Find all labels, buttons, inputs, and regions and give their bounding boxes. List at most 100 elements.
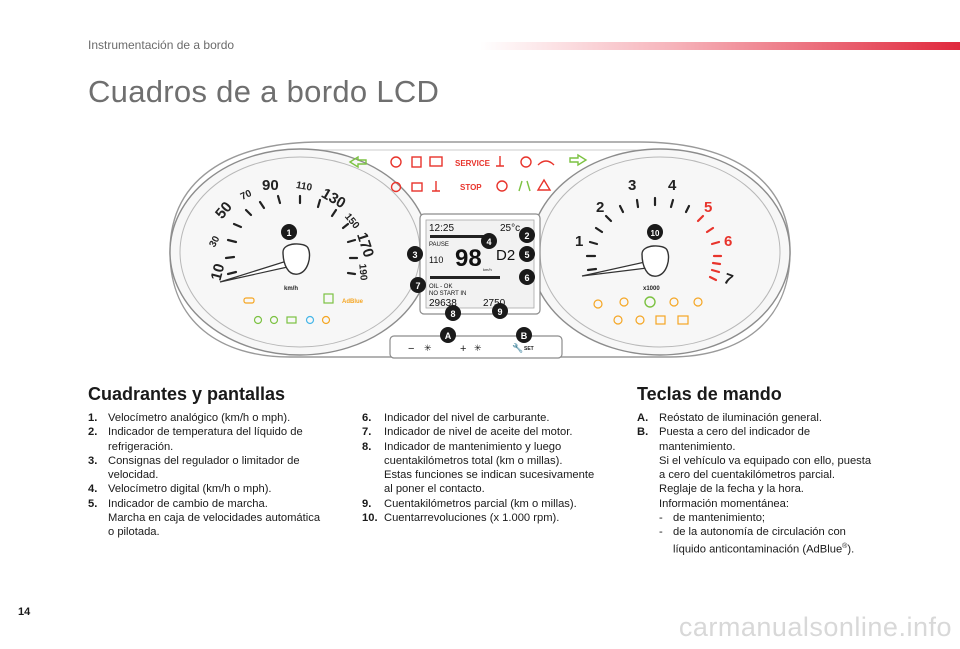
sub-item-text: de la autonomía de circulación con xyxy=(673,526,846,539)
list-item: 10.Cuentarrevoluciones (x 1.000 rpm). xyxy=(362,511,622,525)
callout-1: 1 xyxy=(286,228,291,238)
callout-10: 10 xyxy=(651,229,660,238)
callout-5: 5 xyxy=(524,250,529,260)
item-line: velocidad. xyxy=(108,469,159,482)
item-number: 7. xyxy=(362,426,372,439)
button-minus-label: − xyxy=(408,343,414,355)
sub-item-text: líquido anticontaminación (AdBlue xyxy=(673,543,843,556)
right-dial-warning-icons xyxy=(593,296,703,325)
speedo-label-190: 190 xyxy=(356,263,368,281)
item-line: refrigeración. xyxy=(108,440,174,453)
item-number: 8. xyxy=(362,440,372,453)
button-plus-label: + xyxy=(460,343,466,355)
display-total-km: 29638 xyxy=(429,298,457,309)
item-line: Reglaje de la fecha y la hora. xyxy=(659,483,804,496)
instrument-cluster-illustration: 10 30 50 70 90 110 130 150 170 190 km/h … xyxy=(150,132,810,362)
item-line: Cuentakilómetros parcial (km o millas). xyxy=(384,497,577,510)
display-oil-ok: OIL - OK xyxy=(429,284,452,290)
list-item: 6. Indicador del nivel de carburante. xyxy=(362,411,622,425)
item-number: 3. xyxy=(88,454,98,467)
display-time: 12:25 xyxy=(429,223,454,234)
item-line: Indicador de cambio de marcha. xyxy=(108,497,268,510)
display-digital-speed-unit: km/h xyxy=(483,267,492,272)
item-line: Velocímetro digital (km/h o mph). xyxy=(108,483,272,496)
item-line: Si el vehículo va equipado con ello, pue… xyxy=(659,454,872,467)
item-line: Consignas del regulador o limitador de xyxy=(108,454,300,467)
list-item: 7. Indicador de nivel de aceite del motor… xyxy=(362,425,622,439)
callout-3: 3 xyxy=(412,250,417,260)
callout-2: 2 xyxy=(524,231,529,241)
list-item: B. Puesta a cero del indicador de manten… xyxy=(637,425,897,556)
item-line: cuentakilómetros total (km o millas). xyxy=(384,454,563,467)
item-line: Indicador del nivel de carburante. xyxy=(384,412,550,424)
sub-item-text-end: ). xyxy=(847,543,855,556)
dash-marker: - xyxy=(659,526,663,539)
list-item: 4.Velocímetro digital (km/h o mph). xyxy=(88,482,343,496)
page-number: 14 xyxy=(18,606,31,618)
speedo-label-30: 30 xyxy=(207,234,222,249)
callout-9: 9 xyxy=(497,307,502,317)
item-number: 6. xyxy=(362,412,372,424)
item-letter: A. xyxy=(637,412,649,424)
list-item: 9. Cuentakilómetros parcial (km o millas)… xyxy=(362,497,622,511)
callout-a: A xyxy=(445,331,452,341)
display-no-start: NO START IN xyxy=(429,291,466,297)
item-line: Indicador de mantenimiento y luego xyxy=(384,440,562,453)
tacho-label-2: 2 xyxy=(596,199,604,216)
item-number: 1. xyxy=(88,412,98,424)
item-number: 2. xyxy=(88,426,98,439)
header-accent-bar xyxy=(480,42,960,50)
item-line: Indicador de temperatura del líquido de xyxy=(108,426,303,439)
item-line: Estas funciones se indican sucesivamente xyxy=(384,469,595,482)
left-item-list: 1.Velocímetro analógico (km/h o mph). 2.… xyxy=(88,411,343,540)
sub-item-text: de mantenimiento; xyxy=(673,512,766,525)
callout-7: 7 xyxy=(415,281,420,291)
sub-item: - de la autonomía de circulación con líq… xyxy=(659,525,897,556)
callout-6: 6 xyxy=(524,273,529,283)
dimmer-minus-icon: ✳ xyxy=(424,343,432,353)
display-digital-speed: 98 xyxy=(455,245,482,272)
tacho-label-5: 5 xyxy=(704,199,712,216)
item-number: 9. xyxy=(362,497,372,510)
button-set-label: SET xyxy=(524,346,534,352)
callout-4: 4 xyxy=(486,237,491,247)
list-item: 5.Indicador de cambio de marcha.Marcha e… xyxy=(88,497,343,540)
speedo-label-10: 10 xyxy=(208,262,229,283)
stop-warning: STOP xyxy=(460,183,482,192)
speedo-label-70: 70 xyxy=(239,188,254,203)
item-line: al poner el contacto. xyxy=(384,483,485,496)
page-title: Cuadros de a bordo LCD xyxy=(88,74,440,109)
tacho-unit: x1000 xyxy=(643,286,660,292)
item-line: Indicador de nivel de aceite del motor. xyxy=(384,426,573,439)
list-item: 3. Consignas del regulador o limitador de… xyxy=(88,454,343,483)
item-line: Reóstato de iluminación general. xyxy=(659,412,822,424)
item-line: o pilotada. xyxy=(108,526,160,539)
section-title-teclas: Teclas de mando xyxy=(637,384,782,404)
item-number: 10. xyxy=(362,512,378,525)
middle-item-list: 6. Indicador del nivel de carburante. 7. I… xyxy=(362,411,622,525)
display-pause: PAUSE xyxy=(429,242,449,248)
callout-8: 8 xyxy=(450,309,455,319)
tacho-label-6: 6 xyxy=(724,233,732,250)
wrench-icon: 🔧 xyxy=(512,342,523,353)
dimmer-plus-icon: ✳ xyxy=(474,343,482,353)
item-letter: B. xyxy=(637,426,649,439)
top-warning-lights: SERVICE STOP xyxy=(348,153,588,193)
speedo-label-110: 110 xyxy=(295,180,313,194)
speed-unit: km/h xyxy=(284,286,298,292)
item-line: mantenimiento. xyxy=(659,440,736,453)
callouts: 1 2 3 4 5 6 7 8 9 10 A B xyxy=(281,224,663,343)
registered-mark: ® xyxy=(842,542,848,550)
display-gear: D2 xyxy=(496,247,515,264)
speedo-label-170: 170 xyxy=(353,230,377,259)
list-item: A. Reóstato de iluminación general. xyxy=(637,411,897,425)
section-title-cuadrantes: Cuadrantes y pantallas xyxy=(88,384,286,404)
tacho-label-1: 1 xyxy=(575,233,583,250)
tacho-label-3: 3 xyxy=(628,177,636,194)
item-line: a cero del cuentakilómetros parcial. xyxy=(659,469,835,482)
watermark: carmanualsonline.info xyxy=(678,612,952,642)
cluster-svg: 10 30 50 70 90 110 130 150 170 190 km/h … xyxy=(169,141,791,359)
item-line: Información momentánea: xyxy=(659,497,789,510)
speedo-label-90: 90 xyxy=(262,177,279,194)
